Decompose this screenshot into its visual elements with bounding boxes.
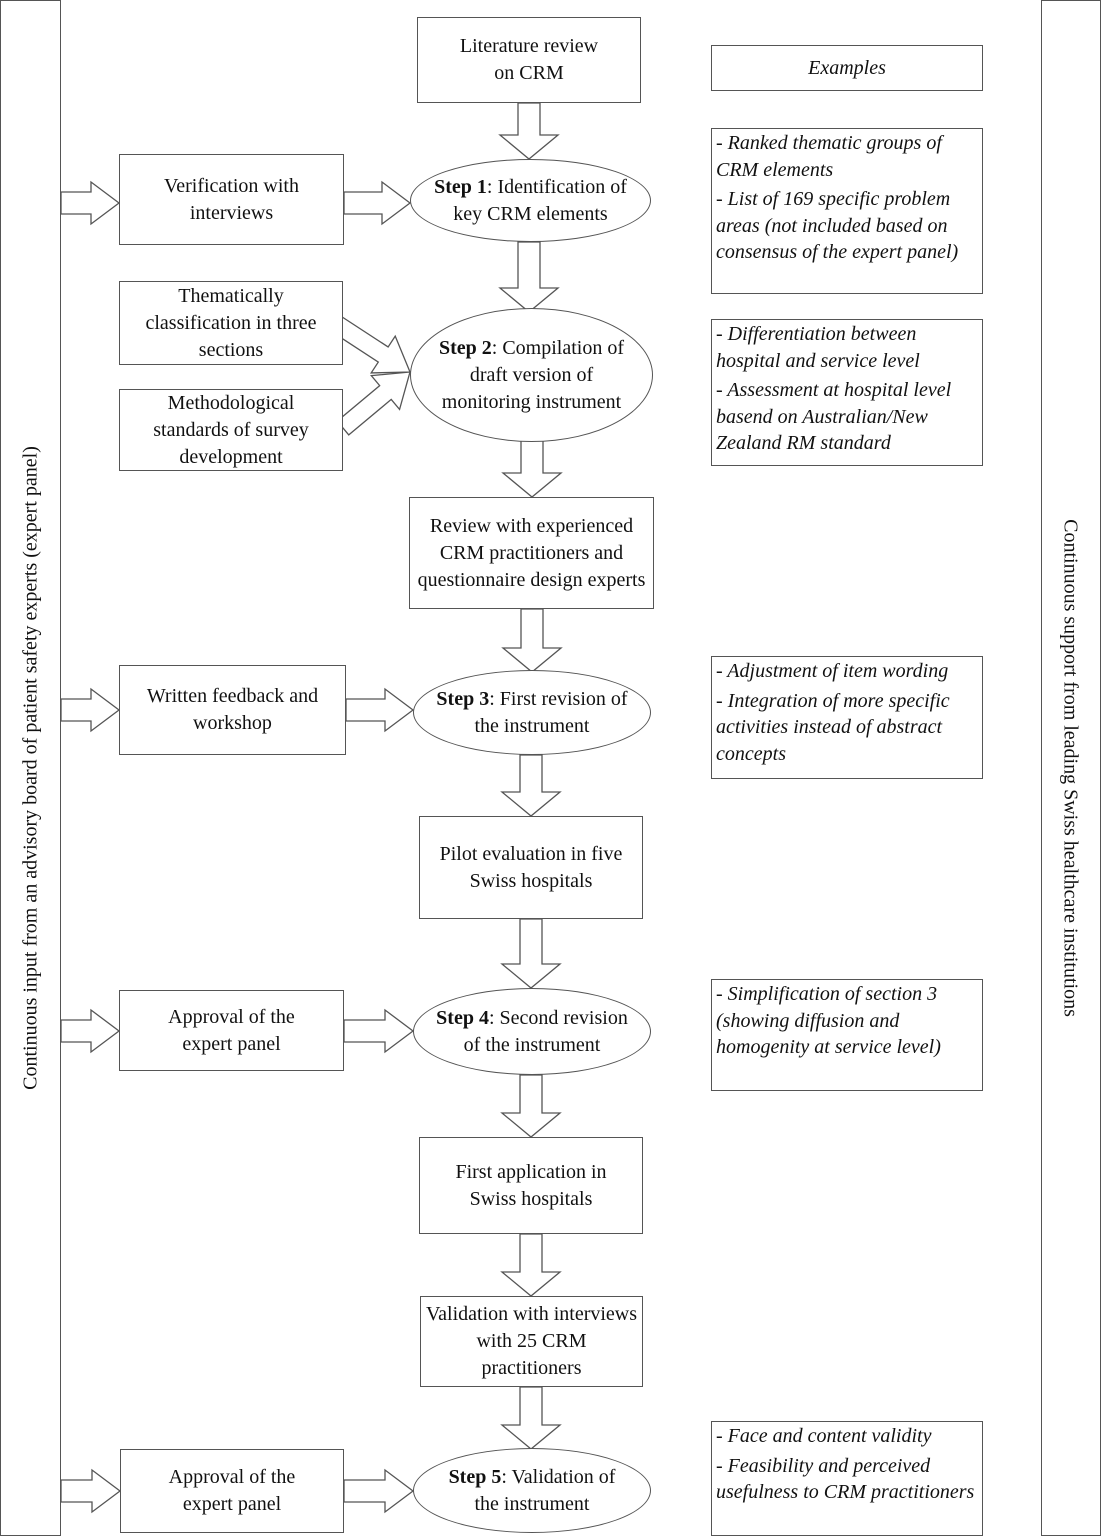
examples-step5: - Face and content validity - Feasibilit…	[711, 1421, 983, 1536]
examples-header: Examples	[808, 56, 886, 79]
down-arrow	[498, 102, 560, 160]
validation-interviews-text: Validation with interviews with 25 CRM p…	[425, 1303, 638, 1379]
right-arrow	[60, 687, 121, 733]
thematic-text: Thematically classification in three sec…	[145, 284, 317, 361]
left-bar	[0, 0, 61, 1536]
methodological-text: Methodological standards of survey devel…	[153, 391, 309, 468]
approval-text-2: Approval of the expert panel	[168, 1466, 296, 1515]
right-bar-label: Continuous support from leading Swiss he…	[1059, 519, 1082, 1017]
step5-text: Step 5: Validation of the instrument	[448, 1465, 616, 1515]
first-application-text: First application in Swiss hospitals	[455, 1160, 607, 1210]
step2-text: Step 2: Compilation of draft version of …	[438, 336, 624, 413]
approval-text-1: Approval of the expert panel	[168, 1005, 295, 1055]
right-arrow	[345, 687, 415, 733]
diagonal-arrow	[336, 371, 411, 436]
step4-text: Step 4: Second revision of the instrumen…	[436, 1006, 628, 1056]
right-bar	[1041, 0, 1101, 1536]
right-arrow	[343, 180, 412, 226]
step3-text: Step 3: First revision of the instrument	[436, 687, 628, 737]
down-arrow	[500, 1233, 562, 1297]
down-arrow	[500, 1386, 562, 1450]
examples-step1: - Ranked thematic groups of CRM elements…	[711, 128, 983, 294]
step2-ellipse: Step 2: Compilation of draft version of …	[410, 308, 653, 442]
example-item: - Differentiation between hospital and s…	[716, 323, 920, 372]
down-arrow	[501, 608, 563, 673]
right-arrow	[343, 1008, 415, 1054]
step1-text: Step 1: Identification of key CRM elemen…	[434, 175, 627, 225]
literature-review-text: Literature review on CRM	[459, 35, 599, 84]
validation-interviews-box: Validation with interviews with 25 CRM p…	[420, 1296, 643, 1387]
approval-box-2: Approval of the expert panel	[120, 1449, 344, 1533]
methodological-box: Methodological standards of survey devel…	[119, 389, 343, 471]
pilot-text: Pilot evaluation in five Swiss hospitals	[439, 842, 623, 892]
step1-ellipse: Step 1: Identification of key CRM elemen…	[410, 159, 651, 242]
examples-header-box: Examples	[711, 45, 983, 91]
approval-box-1: Approval of the expert panel	[119, 990, 344, 1071]
diagonal-arrow	[332, 316, 411, 374]
down-arrow	[500, 1074, 562, 1138]
verification-text: Verification with interviews	[164, 174, 299, 224]
down-arrow	[500, 754, 562, 817]
right-arrow	[60, 1008, 121, 1054]
example-item: - Simplification of section 3 (showing d…	[716, 983, 941, 1058]
thematic-box: Thematically classification in three sec…	[119, 281, 343, 365]
examples-step4: - Simplification of section 3 (showing d…	[711, 979, 983, 1091]
pilot-box: Pilot evaluation in five Swiss hospitals	[419, 816, 643, 919]
down-arrow	[500, 918, 562, 989]
example-item: - Face and content validity	[716, 1425, 932, 1447]
verification-box: Verification with interviews	[119, 154, 344, 245]
written-feedback-box: Written feedback and workshop	[119, 665, 346, 755]
review-text: Review with experienced CRM practitioner…	[417, 514, 646, 591]
example-item: - Ranked thematic groups of CRM elements	[716, 132, 942, 181]
example-item: - Feasibility and perceived usefulness t…	[716, 1454, 975, 1504]
step3-ellipse: Step 3: First revision of the instrument	[413, 670, 651, 755]
first-application-box: First application in Swiss hospitals	[419, 1137, 643, 1234]
example-item: - Integration of more specific activitie…	[716, 689, 950, 765]
right-arrow	[60, 180, 121, 226]
example-item: - List of 169 specific problem areas (no…	[716, 188, 959, 263]
down-arrow	[498, 241, 560, 313]
step4-ellipse: Step 4: Second revision of the instrumen…	[413, 988, 651, 1075]
examples-step3: - Adjustment of item wording - Integrati…	[711, 656, 983, 779]
down-arrow	[501, 439, 563, 498]
written-feedback-text: Written feedback and workshop	[146, 685, 319, 734]
example-item: - Adjustment of item wording	[716, 660, 949, 682]
step5-ellipse: Step 5: Validation of the instrument	[413, 1448, 651, 1533]
right-arrow	[60, 1468, 122, 1514]
literature-review-box: Literature review on CRM	[417, 17, 641, 103]
left-bar-label: Continuous input from an advisory board …	[19, 446, 42, 1090]
review-box: Review with experienced CRM practitioner…	[409, 497, 654, 609]
example-item: - Assessment at hospital level basend on…	[716, 379, 952, 454]
examples-step2: - Differentiation between hospital and s…	[711, 319, 983, 466]
right-arrow	[343, 1468, 415, 1514]
